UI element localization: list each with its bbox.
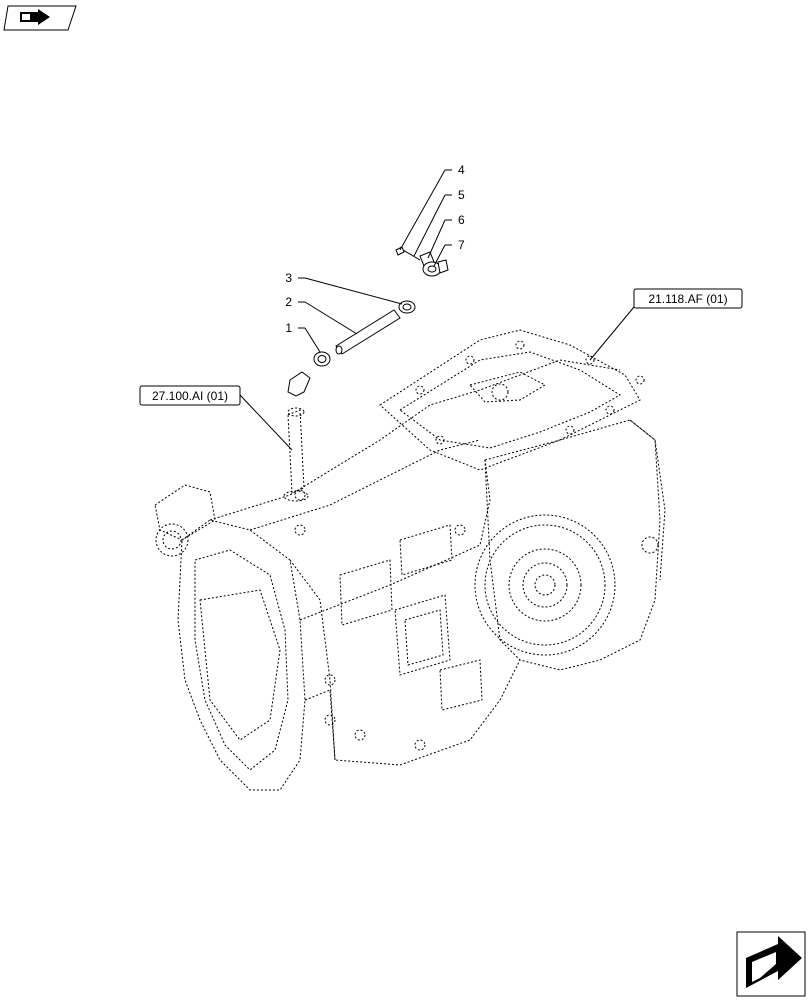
cap: [398, 300, 416, 314]
reference-27-100-ai[interactable]: 27.100.AI (01): [139, 385, 241, 406]
callout-6: 6: [458, 213, 465, 227]
book-arrow-icon[interactable]: [3, 5, 77, 31]
callout-3: 3: [285, 271, 292, 285]
transmission-housing: [154, 329, 666, 791]
plug: [422, 259, 449, 277]
callout-2: 2: [285, 295, 292, 309]
callout-1: 1: [285, 321, 292, 335]
reference-21-118-af[interactable]: 21.118.AF (01): [633, 288, 743, 309]
next-page-arrow-icon[interactable]: [736, 931, 806, 997]
elbow-fitting: [287, 371, 311, 397]
reference-label: 27.100.AI (01): [152, 389, 228, 403]
callout-4: 4: [458, 163, 465, 177]
o-ring: [313, 351, 331, 367]
screw: [395, 246, 421, 261]
callout-7: 7: [458, 238, 465, 252]
leader-lines: [239, 169, 635, 451]
tube: [335, 309, 401, 355]
filler-tube: [287, 407, 305, 494]
reference-label: 21.118.AF (01): [648, 292, 727, 306]
callout-5: 5: [458, 188, 465, 202]
